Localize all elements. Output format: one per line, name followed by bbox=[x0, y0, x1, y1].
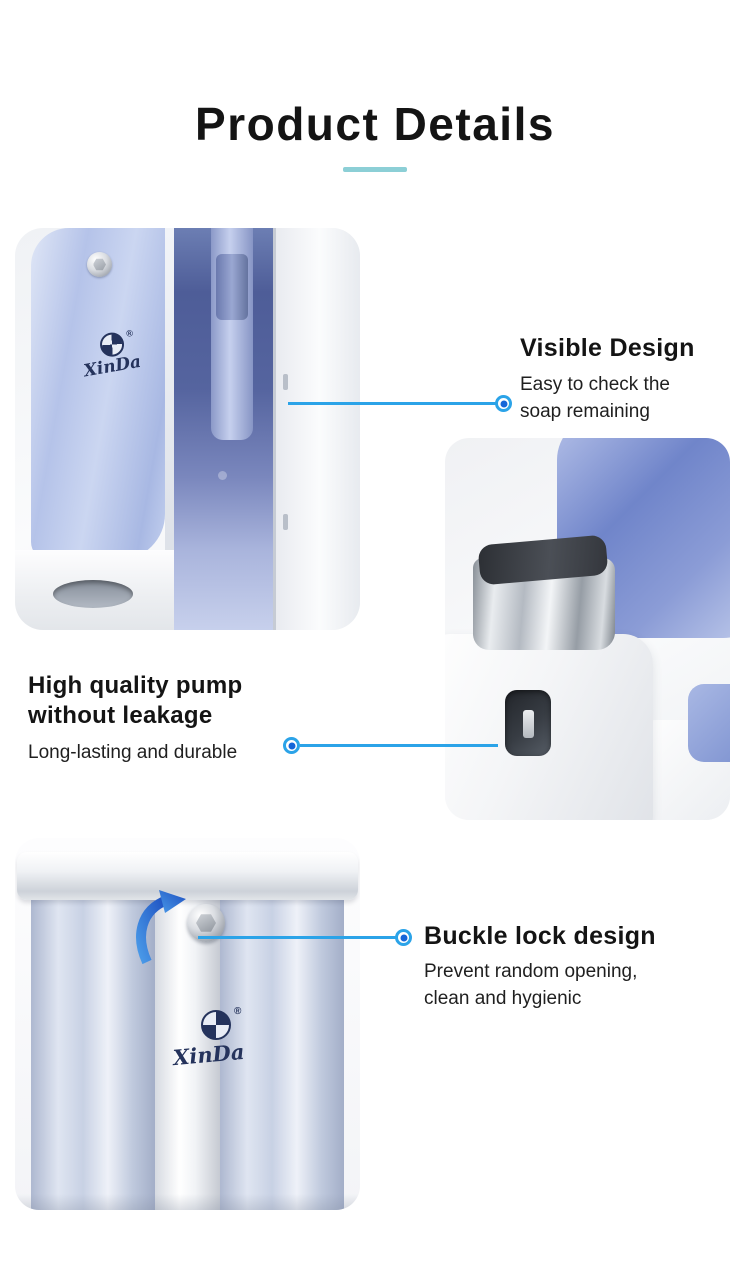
callout-body-line: soap remaining bbox=[520, 400, 650, 422]
buckle-screw-icon bbox=[187, 904, 225, 942]
photo-dispenser-body: ® XinDa bbox=[15, 228, 360, 630]
callout-heading-line: without leakage bbox=[28, 701, 213, 729]
top-lid bbox=[17, 852, 358, 900]
callout-body-line: Prevent random opening, bbox=[424, 961, 638, 982]
callout-buckle-lock: Buckle lock design Prevent random openin… bbox=[424, 921, 714, 1013]
second-soap-tank bbox=[688, 684, 730, 762]
brand-name: XinDa bbox=[172, 1038, 246, 1071]
brand-logo: ® XinDa bbox=[167, 1006, 267, 1080]
left-soap-chamber bbox=[31, 896, 155, 1210]
bottom-shade bbox=[15, 1194, 360, 1210]
callout-heading: High quality pump without leakage bbox=[28, 671, 308, 731]
leader-dot-icon bbox=[495, 395, 512, 412]
chamber-dot bbox=[218, 471, 227, 480]
screw-icon bbox=[87, 252, 112, 277]
leader-line bbox=[300, 744, 498, 747]
nozzle-opening bbox=[505, 690, 551, 756]
page-title: Product Details bbox=[195, 98, 555, 150]
brand-logo-icon bbox=[99, 331, 125, 358]
callout-heading-line: High quality pump bbox=[28, 672, 243, 699]
callout-visible-design: Visible Design Easy to check the soap re… bbox=[520, 333, 730, 426]
callout-heading: Buckle lock design bbox=[424, 922, 656, 950]
dispenser-cover-panel bbox=[31, 228, 165, 560]
registered-trademark: ® bbox=[234, 1006, 242, 1017]
callout-body: Long-lasting and durable bbox=[28, 741, 238, 763]
side-notch-icon bbox=[283, 374, 288, 390]
brand-logo-icon bbox=[201, 1010, 231, 1040]
leader-dot-icon bbox=[395, 929, 412, 946]
center-divider bbox=[155, 896, 220, 1210]
brand-logo: ® XinDa bbox=[79, 328, 162, 386]
photo-pump-closeup bbox=[445, 438, 730, 820]
base-slot bbox=[53, 580, 133, 608]
photo-buckle-lock: ® XinDa bbox=[15, 838, 360, 1210]
leader-line bbox=[288, 402, 498, 405]
callout-quality-pump: High quality pump without leakage Long-l… bbox=[28, 671, 308, 766]
nozzle bbox=[523, 710, 534, 738]
curved-arrow-icon bbox=[136, 890, 186, 965]
callout-body: Easy to check the soap remaining bbox=[520, 372, 730, 426]
registered-trademark: ® bbox=[125, 328, 134, 339]
callout-body: Prevent random opening, clean and hygien… bbox=[424, 959, 714, 1013]
callout-body-line: Easy to check the bbox=[520, 374, 670, 395]
callout-body-line: clean and hygienic bbox=[424, 987, 582, 1009]
leader-line bbox=[198, 936, 398, 939]
callout-heading: Visible Design bbox=[520, 334, 695, 362]
brand-name: XinDa bbox=[82, 351, 143, 382]
pump-head bbox=[216, 254, 248, 320]
leader-dot-icon bbox=[283, 737, 300, 754]
dispenser-side-wall bbox=[273, 228, 360, 630]
right-soap-chamber bbox=[220, 896, 344, 1210]
title-underline bbox=[343, 167, 407, 172]
cover-edge bbox=[165, 228, 174, 560]
hex-nut-icon bbox=[196, 914, 216, 932]
side-notch-icon bbox=[283, 514, 288, 530]
